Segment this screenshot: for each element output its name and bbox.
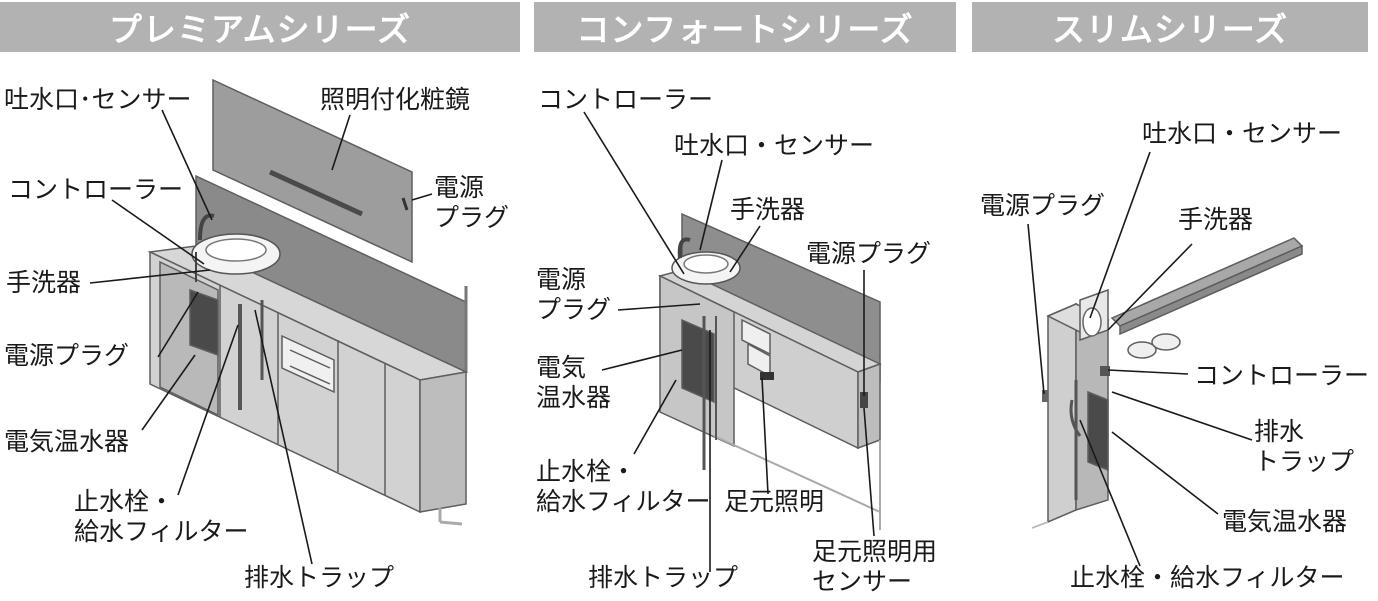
cabinet-side — [419, 371, 467, 513]
comfort-controller-label: コントローラー — [538, 85, 714, 114]
premium-drain-trap-label: 排水トラップ — [244, 563, 395, 592]
premium-stop-valve-label-1: 止水栓・ — [74, 487, 175, 516]
slim-series-panel: スリムシリーズ — [972, 0, 1378, 601]
comfort-series-illustration — [583, 111, 882, 572]
slim-stop-valve-label: 止水栓・給水フィルター — [1070, 563, 1345, 592]
slim-controller-label: コントローラー — [1194, 361, 1370, 390]
comfort-foot-light-label: 足元照明 — [724, 487, 825, 516]
comfort-spout-sensor-label: 吐水口・センサー — [674, 131, 875, 160]
wall-rail — [1110, 237, 1304, 327]
premium-power-plug-label-1: 電源 — [434, 173, 485, 202]
slim-power-plug-label: 電源プラグ — [980, 191, 1106, 220]
premium-water-heater-label: 電気温水器 — [4, 427, 130, 456]
slim-series-illustration — [1027, 151, 1304, 567]
premium-spout-sensor-label: 吐水口･センサー — [4, 85, 192, 114]
comfort-power-plug-right-label: 電源プラグ — [806, 239, 932, 268]
slim-hand-basin-label: 手洗器 — [1178, 205, 1254, 234]
slim-series-title: スリムシリーズ — [972, 2, 1368, 52]
premium-hand-basin-label: 手洗器 — [6, 268, 82, 297]
premium-series-illustration — [89, 78, 469, 565]
premium-series-title: プレミアムシリーズ — [0, 2, 520, 52]
hand-basin-shape — [1082, 307, 1102, 337]
lighted-mirror — [212, 78, 413, 264]
premium-power-plug-label: 電源プラグ — [4, 341, 130, 370]
comfort-foot-light-sensor-label-1: 足元照明用 — [812, 537, 938, 566]
slim-water-heater-label: 電気温水器 — [1222, 507, 1348, 536]
premium-lighted-mirror-label: 照明付化粧鏡 — [320, 85, 471, 114]
premium-series-panel: プレミアムシリーズ — [0, 0, 520, 601]
premium-power-plug-label-2: プラグ — [434, 203, 510, 232]
comfort-foot-light-sensor-label-2: センサー — [812, 567, 913, 596]
water-heater-box — [1087, 390, 1109, 472]
slim-spout-sensor-label: 吐水口・センサー — [1142, 119, 1343, 148]
comfort-water-heater-label-1: 電気 — [536, 353, 587, 382]
premium-controller-label: コントローラー — [8, 175, 184, 204]
comfort-hand-basin-label: 手洗器 — [730, 195, 806, 224]
comfort-stop-valve-label-2: 給水フィルター — [536, 487, 711, 516]
comfort-power-plug-label-1: 電源 — [536, 265, 587, 294]
comfort-series-title: コンフォートシリーズ — [534, 2, 956, 52]
slim-drain-trap-label-1: 排水 — [1254, 417, 1305, 446]
comfort-series-panel: コンフォートシリーズ — [534, 0, 956, 601]
water-heater-box — [189, 288, 219, 357]
premium-stop-valve-label-2: 給水フィルター — [74, 517, 249, 546]
comfort-power-plug-label-2: プラグ — [536, 295, 612, 324]
comfort-drain-trap-label: 排水トラップ — [588, 563, 739, 592]
comfort-water-heater-label-2: 温水器 — [536, 383, 612, 412]
slim-drain-trap-label-2: トラップ — [1254, 447, 1355, 476]
comfort-stop-valve-label-1: 止水栓・ — [536, 457, 637, 486]
